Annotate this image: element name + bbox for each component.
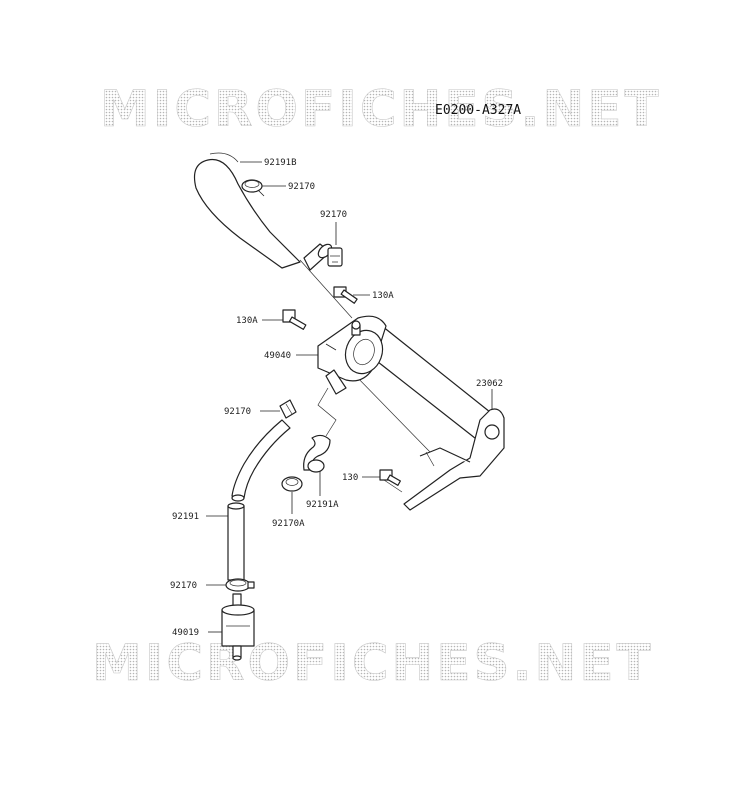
callout-23062: 23062 (476, 379, 503, 389)
callout-130a-right: 130A (372, 291, 394, 301)
callout-130a-left: 130A (236, 316, 258, 326)
clamp-mid (279, 399, 297, 419)
callout-92170-top-1: 92170 (288, 182, 315, 192)
callout-92191a: 92191A (306, 500, 339, 510)
callout-92170-mid: 92170 (224, 407, 251, 417)
callout-130: 130 (342, 473, 358, 483)
hose-92191a (303, 434, 331, 473)
callout-92191: 92191 (172, 512, 199, 522)
fuel-filter-49019 (221, 593, 255, 661)
bracket-23062 (403, 408, 505, 511)
bolt-130-bracket (379, 469, 401, 486)
hose-92191 (227, 419, 291, 581)
bolt-130a-right (333, 286, 358, 304)
clamp-bottom (225, 578, 255, 592)
diagram-code: E0200-A327A (435, 103, 521, 118)
callout-labels: 92191B 92170 92170 130A 130A 49040 23062… (170, 158, 503, 638)
clamp-92170a (281, 476, 303, 492)
leader-lines (206, 161, 493, 633)
callout-92170-top-2: 92170 (320, 210, 347, 220)
callout-92170-bottom: 92170 (170, 581, 197, 591)
clamp-top-1 (241, 179, 265, 197)
bolt-130a-left (282, 309, 307, 330)
hose-92191b (193, 152, 333, 271)
clamp-top-2 (327, 247, 343, 267)
callout-92170a: 92170A (272, 519, 305, 529)
callout-49019: 49019 (172, 628, 199, 638)
callout-92191b: 92191B (264, 158, 297, 168)
watermark-bottom: MICROFICHES.NET (92, 634, 654, 692)
callout-49040: 49040 (264, 351, 291, 361)
watermark-top: MICROFICHES.NET (100, 80, 662, 138)
fuel-valve-49040 (317, 315, 501, 443)
